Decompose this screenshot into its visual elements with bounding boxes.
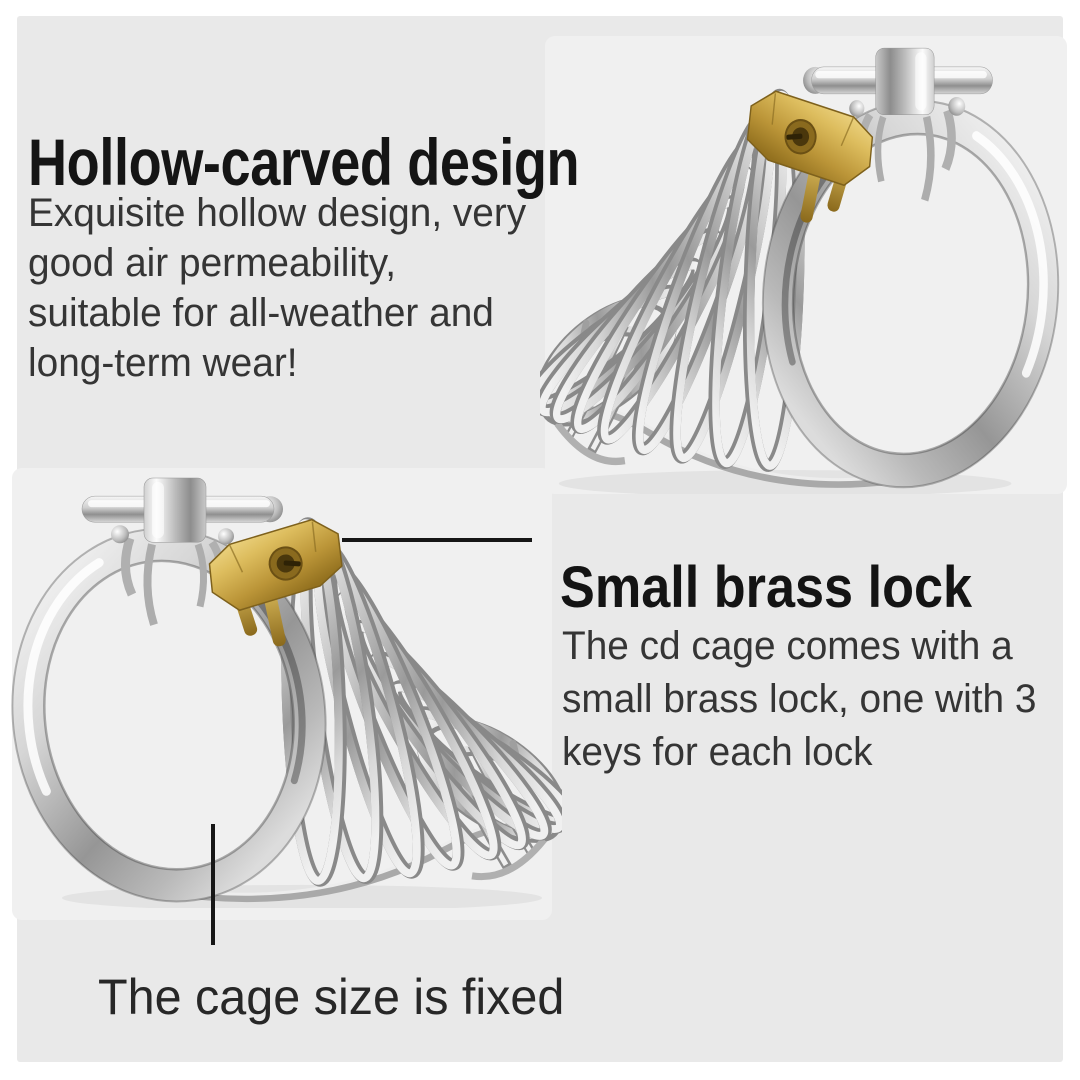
- cage-size-caption: The cage size is fixed: [98, 969, 565, 1025]
- paragraph-line: The cd cage comes with a: [562, 624, 1013, 668]
- paragraph-line: small brass lock, one with 3: [562, 677, 1037, 721]
- hollow-design-paragraph: Exquisite hollow design, very good air p…: [28, 188, 526, 388]
- paragraph-line: suitable for all-weather and: [28, 291, 494, 335]
- hollow-carved-design-title: Hollow-carved design: [28, 125, 580, 200]
- small-brass-lock-title: Small brass lock: [560, 555, 973, 621]
- cage-photo-top-right: [540, 46, 1068, 494]
- paragraph-line: good air permeability,: [28, 241, 397, 285]
- leader-line-to-cage-caption: [211, 824, 215, 945]
- paragraph-line: keys for each lock: [562, 730, 873, 774]
- paragraph-line: long-term wear!: [28, 341, 298, 385]
- leader-line-to-brass-lock: [342, 538, 532, 542]
- paragraph-line: Exquisite hollow design, very: [28, 191, 527, 235]
- brass-lock-paragraph: The cd cage comes with a small brass loc…: [562, 620, 1036, 779]
